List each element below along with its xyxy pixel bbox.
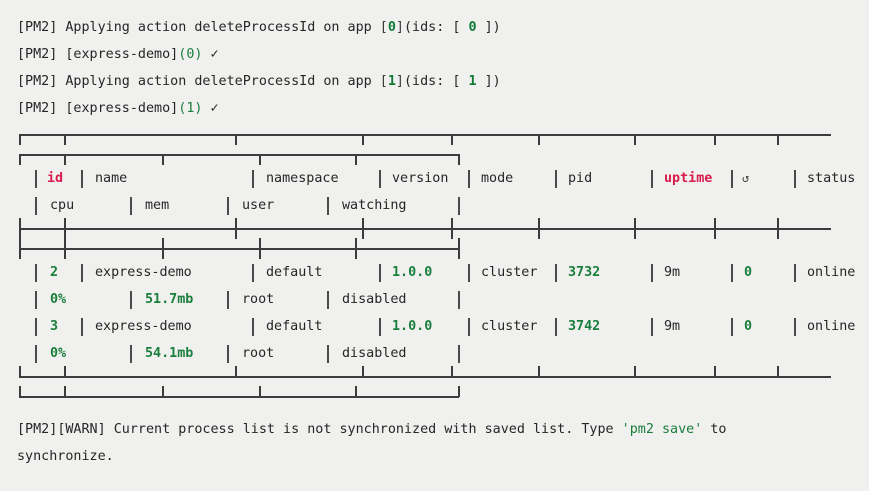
table-header-row-secondary: cpu mem user watching xyxy=(17,192,869,219)
cell-watching: disabled xyxy=(342,292,407,307)
column-header-uptime: uptime xyxy=(664,171,713,186)
log-line-apply-0: [PM2] Applying action deleteProcessId on… xyxy=(17,14,869,41)
paren-open: ( xyxy=(178,47,187,62)
warning-text: Current process list is not synchronized… xyxy=(105,422,622,437)
paren-close: ) xyxy=(194,47,203,62)
ids-tail: ]) xyxy=(476,20,501,35)
cell-watching: disabled xyxy=(342,346,407,361)
cell-namespace: default xyxy=(266,319,323,334)
column-header-mode: mode xyxy=(481,171,514,186)
table-row-secondary[interactable]: 0% 54.1mb root disabled xyxy=(17,340,869,367)
ids-label: (ids: [ xyxy=(403,20,469,35)
table-header-separator-a xyxy=(17,218,869,239)
pm2-prefix: [PM2] xyxy=(17,20,66,35)
table-row-secondary[interactable]: 0% 51.7mb root disabled xyxy=(17,286,869,313)
cell-id: 2 xyxy=(50,265,59,280)
cell-status: online xyxy=(807,319,856,334)
column-header-namespace: namespace xyxy=(266,171,339,186)
bracket-open: [ xyxy=(379,74,388,89)
table-bottom-border-a xyxy=(17,366,869,387)
cell-name: express-demo xyxy=(95,319,192,334)
bracket-close: ] xyxy=(395,20,404,35)
table-header-separator-b xyxy=(17,238,869,259)
pm2-prefix: [PM2] xyxy=(17,74,66,89)
ids-label: (ids: [ xyxy=(403,74,469,89)
warning-block: [PM2][WARN] Current process list is not … xyxy=(17,416,869,470)
process-id: 0 xyxy=(186,47,195,62)
column-header-mem: mem xyxy=(145,198,170,213)
process-id: 1 xyxy=(186,101,195,116)
cell-mode: cluster xyxy=(481,265,538,280)
warning-line-2: synchronize. xyxy=(17,449,114,464)
cell-pid: 3732 xyxy=(568,265,601,280)
column-header-cpu: cpu xyxy=(50,198,75,213)
save-command: 'pm2 save' xyxy=(621,422,703,437)
column-header-watching: watching xyxy=(342,198,407,213)
pm2-tag: [PM2] xyxy=(17,422,58,437)
app-name: [express-demo] xyxy=(65,47,179,62)
column-header-id: id xyxy=(47,171,64,186)
restart-icon: ↺ xyxy=(742,171,750,185)
cell-mode: cluster xyxy=(481,319,538,334)
cell-namespace: default xyxy=(266,265,323,280)
column-header-version: version xyxy=(392,171,449,186)
log-message: Applying action deleteProcessId on app xyxy=(65,74,380,89)
table-header-row-primary: id name namespace version mode pid uptim… xyxy=(17,165,869,192)
log-line-done-0: [PM2] [express-demo](0) ✓ xyxy=(17,41,869,68)
cell-restarts: 0 xyxy=(744,265,753,280)
log-line-apply-1: [PM2] Applying action deleteProcessId on… xyxy=(17,68,869,95)
cell-name: express-demo xyxy=(95,265,192,280)
process-table: id name namespace version mode pid uptim… xyxy=(17,125,869,407)
cell-version: 1.0.0 xyxy=(392,265,433,280)
pm2-prefix: [PM2] xyxy=(17,101,66,116)
table-bottom-border-b xyxy=(17,386,869,407)
bracket-open: [ xyxy=(379,20,388,35)
app-index: 0 xyxy=(387,20,396,35)
cell-mem: 54.1mb xyxy=(145,346,194,361)
table-row[interactable]: 2 express-demo default 1.0.0 cluster 373… xyxy=(17,259,869,286)
table-row[interactable]: 3 express-demo default 1.0.0 cluster 374… xyxy=(17,313,869,340)
paren-open: ( xyxy=(178,101,187,116)
app-name: [express-demo] xyxy=(65,101,179,116)
cell-status: online xyxy=(807,265,856,280)
warning-line-1: [PM2][WARN] Current process list is not … xyxy=(17,416,869,443)
paren-close: ) xyxy=(194,101,203,116)
process-id: 1 xyxy=(468,74,477,89)
log-line-done-1: [PM2] [express-demo](1) ✓ xyxy=(17,95,869,122)
warning-text-tail: to xyxy=(702,422,727,437)
column-header-pid: pid xyxy=(568,171,593,186)
pm2-prefix: [PM2] xyxy=(17,47,66,62)
ids-tail: ]) xyxy=(476,74,501,89)
log-message: Applying action deleteProcessId on app xyxy=(65,20,380,35)
process-id: 0 xyxy=(468,20,477,35)
cell-pid: 3742 xyxy=(568,319,601,334)
cell-user: root xyxy=(242,292,275,307)
warn-tag: [WARN] xyxy=(57,422,106,437)
cell-version: 1.0.0 xyxy=(392,319,433,334)
cell-uptime: 9m xyxy=(664,319,681,334)
cell-cpu: 0% xyxy=(50,292,67,307)
app-index: 1 xyxy=(387,74,396,89)
bracket-close: ] xyxy=(395,74,404,89)
table-top-border-a xyxy=(17,125,869,145)
cell-uptime: 9m xyxy=(664,265,681,280)
cell-mem: 51.7mb xyxy=(145,292,194,307)
check-icon: ✓ xyxy=(202,47,219,62)
cell-cpu: 0% xyxy=(50,346,67,361)
column-header-status: status xyxy=(807,171,856,186)
column-header-name: name xyxy=(95,171,128,186)
cell-user: root xyxy=(242,346,275,361)
cell-restarts: 0 xyxy=(744,319,753,334)
column-header-user: user xyxy=(242,198,275,213)
cell-id: 3 xyxy=(50,319,59,334)
table-top-border-b xyxy=(17,145,869,165)
check-icon: ✓ xyxy=(202,101,219,116)
